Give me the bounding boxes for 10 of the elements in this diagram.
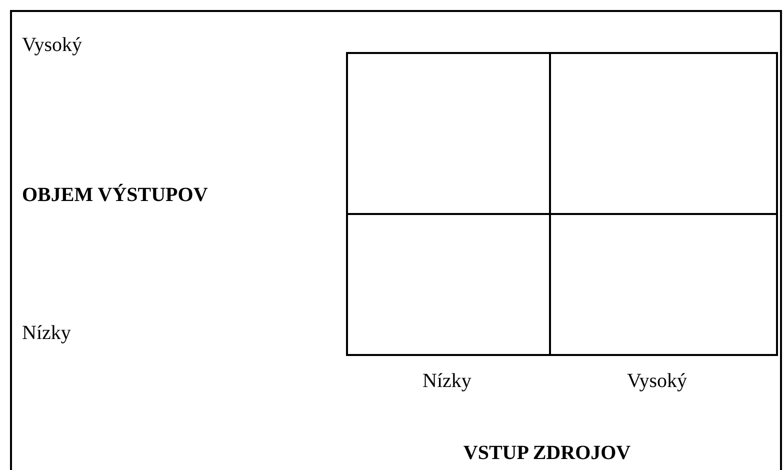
axis-title: OBJEM VÝSTUPOV: [22, 182, 209, 208]
matrix-quadrant: [549, 213, 778, 356]
axis-level: Vysoký: [626, 369, 688, 394]
matrix-quadrant: [346, 213, 551, 356]
axis-level: Nízky: [422, 369, 472, 394]
matrix-quadrant: [346, 52, 551, 215]
axis-level: Nízky: [22, 321, 72, 346]
axis-level: Vysoký: [22, 33, 84, 58]
matrix-quadrant: [549, 52, 778, 215]
axis-title: VSTUP ZDROJOV: [462, 441, 632, 466]
